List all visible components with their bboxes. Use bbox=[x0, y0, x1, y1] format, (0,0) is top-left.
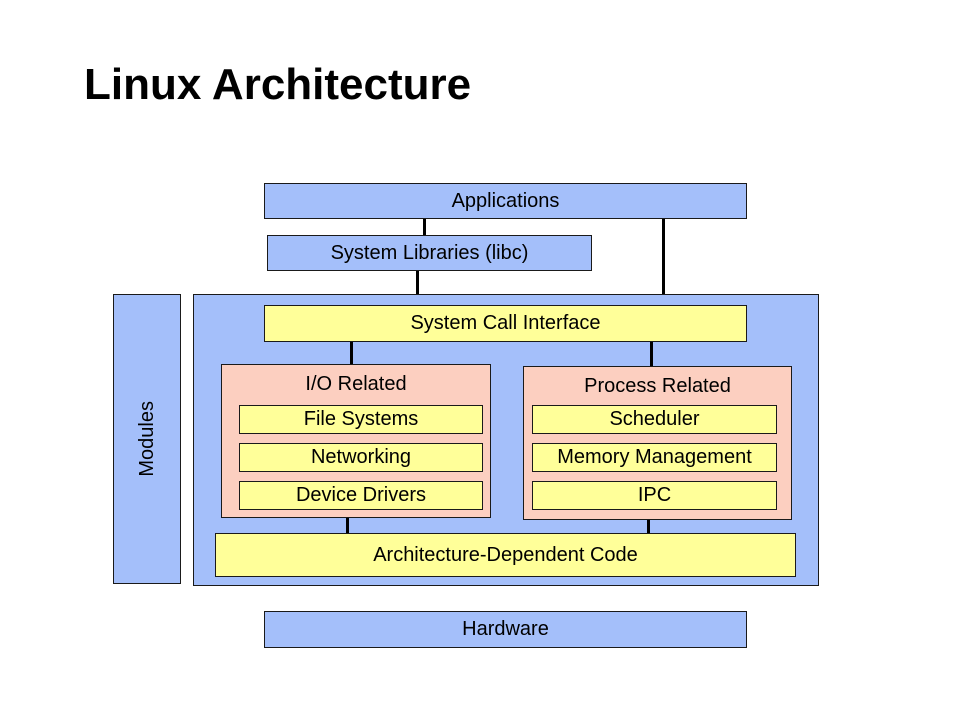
networking-label: Networking bbox=[310, 446, 412, 468]
system-call-interface-box: System Call Interface bbox=[264, 305, 747, 342]
memory-management-box: Memory Management bbox=[532, 443, 777, 472]
io-related-label: I/O Related bbox=[305, 373, 407, 395]
process-related-label: Process Related bbox=[584, 375, 731, 397]
scheduler-box: Scheduler bbox=[532, 405, 777, 434]
device-drivers-label: Device Drivers bbox=[295, 484, 427, 506]
ipc-label: IPC bbox=[637, 484, 672, 506]
networking-box: Networking bbox=[239, 443, 483, 472]
connector-syscall-to-process bbox=[650, 341, 653, 367]
connector-apps-to-libc bbox=[423, 219, 426, 236]
memory-management-label: Memory Management bbox=[557, 446, 752, 468]
device-drivers-box: Device Drivers bbox=[239, 481, 483, 510]
system-libraries-box: System Libraries (libc) bbox=[267, 235, 592, 271]
ipc-box: IPC bbox=[532, 481, 777, 510]
system-libraries-label: System Libraries (libc) bbox=[330, 241, 529, 264]
connector-io-to-arch bbox=[346, 517, 349, 534]
connector-process-to-arch bbox=[647, 519, 650, 534]
hardware-box: Hardware bbox=[264, 611, 747, 648]
modules-label: Modules bbox=[135, 401, 158, 477]
system-call-interface-label: System Call Interface bbox=[410, 312, 601, 334]
connector-syscall-to-io bbox=[350, 341, 353, 365]
connector-apps-to-syscall bbox=[662, 219, 665, 306]
architecture-dependent-code-label: Architecture-Dependent Code bbox=[373, 543, 638, 566]
modules-box: Modules bbox=[113, 294, 181, 584]
architecture-dependent-code-box: Architecture-Dependent Code bbox=[215, 533, 796, 577]
page-title: Linux Architecture bbox=[84, 60, 472, 109]
file-systems-label: File Systems bbox=[303, 408, 419, 430]
applications-label: Applications bbox=[451, 189, 560, 212]
file-systems-box: File Systems bbox=[239, 405, 483, 434]
connector-libc-to-syscall bbox=[416, 271, 419, 306]
scheduler-label: Scheduler bbox=[609, 408, 700, 430]
hardware-label: Hardware bbox=[462, 618, 549, 640]
applications-box: Applications bbox=[264, 183, 747, 219]
